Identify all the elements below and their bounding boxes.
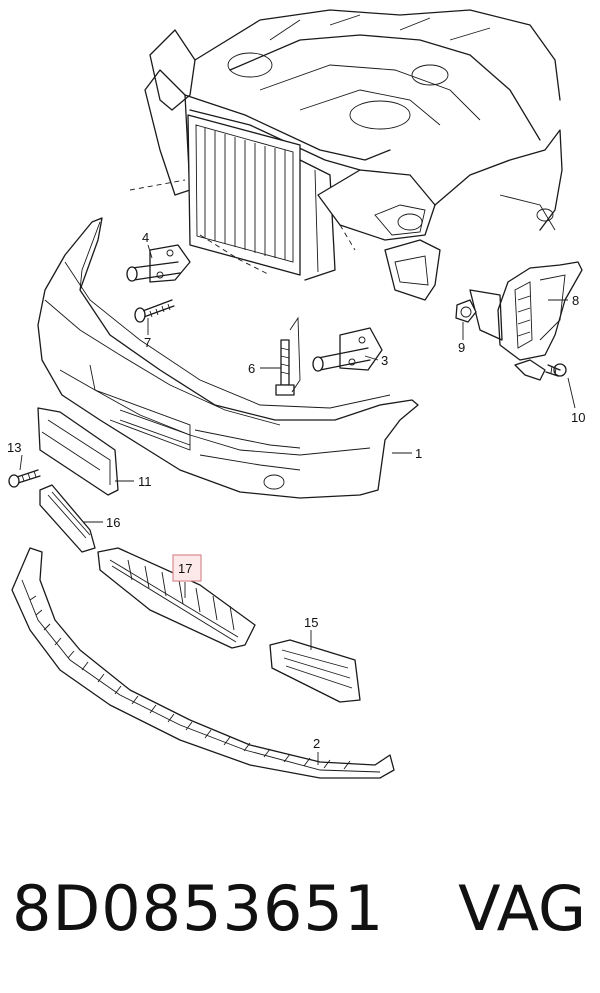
leader-lines [19, 244, 576, 765]
callout-17: 17 [178, 561, 192, 576]
callout-11: 11 [138, 474, 152, 489]
center-grille-drawing [97, 547, 256, 649]
callout-4: 4 [142, 230, 149, 245]
right-grille-drawing [269, 639, 361, 703]
callout-9: 9 [458, 340, 465, 355]
callout-7: 7 [144, 335, 151, 350]
callout-2: 2 [313, 736, 320, 751]
exploded-parts-diagram: 1 2 3 4 6 7 8 9 10 11 13 15 16 17 [7, 9, 585, 779]
side-grille-strip-drawing [39, 484, 96, 553]
callout-13: 13 [7, 440, 21, 455]
brand-label: VAG [458, 872, 586, 945]
part-number: 8D0853651 [12, 872, 385, 945]
callout-3: 3 [381, 353, 388, 368]
bracket-parts-drawing [455, 261, 583, 381]
callout-1: 1 [415, 446, 422, 461]
bolt-parts-drawing [126, 244, 383, 396]
callout-8: 8 [572, 293, 579, 308]
callout-6: 6 [248, 361, 255, 376]
callout-15: 15 [304, 615, 318, 630]
license-bracket-drawing [8, 407, 119, 496]
car-body-drawing [129, 9, 563, 301]
callout-labels: 1 2 3 4 6 7 8 9 10 11 13 15 16 17 [7, 230, 585, 751]
callout-10: 10 [571, 410, 585, 425]
callout-16: 16 [106, 515, 120, 530]
spoiler-lip-drawing [11, 547, 395, 779]
bumper-cover-drawing [37, 217, 419, 499]
highlight-box-17 [172, 554, 202, 582]
